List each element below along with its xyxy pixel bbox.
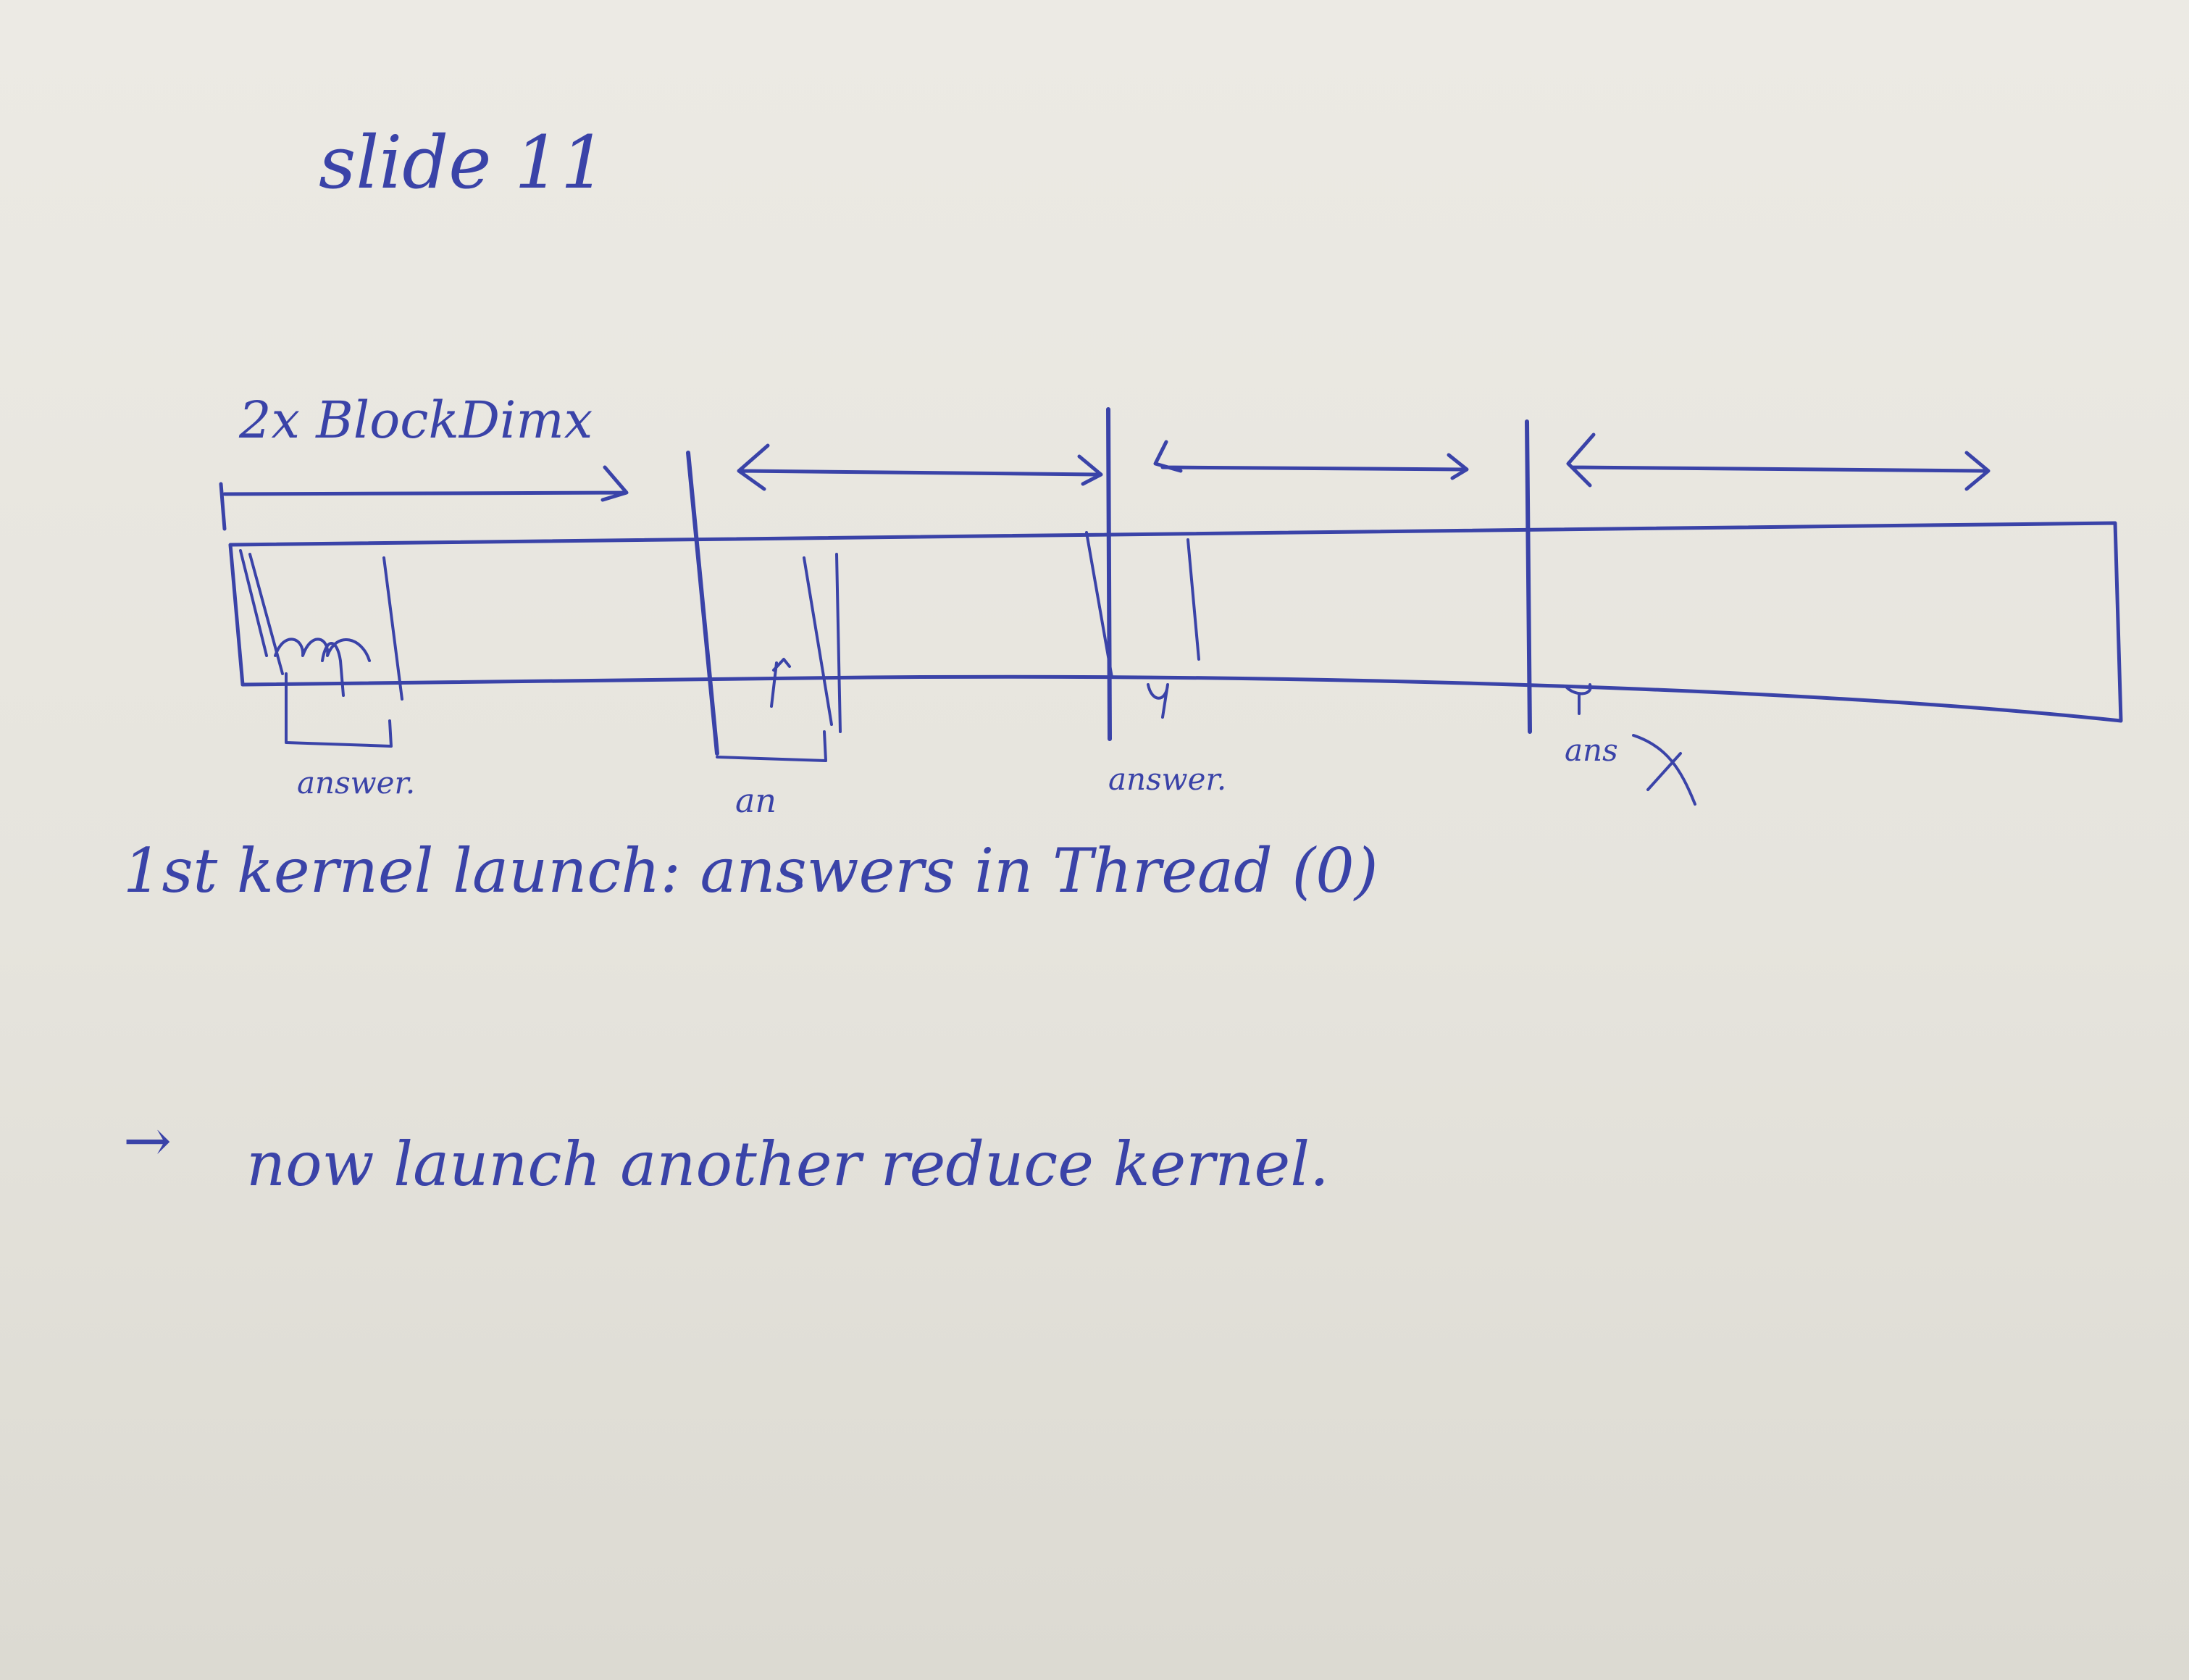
array-strip bbox=[228, 521, 2123, 723]
block-divider-1 bbox=[686, 451, 719, 756]
block-divider-3 bbox=[1525, 419, 1532, 734]
block-width-arrow-2 bbox=[737, 443, 1103, 491]
answer-label-2: an bbox=[735, 781, 777, 820]
answer-label-3: answer. bbox=[1108, 761, 1227, 797]
block-width-label: 2x BlockDimx bbox=[239, 390, 593, 450]
block-divider-2 bbox=[1106, 407, 1112, 741]
note-line-2: now launch another reduce kernel. bbox=[246, 1129, 1329, 1200]
block-2-reduction-marks bbox=[716, 553, 842, 762]
block-width-arrow-3 bbox=[1153, 440, 1469, 480]
note-arrow: → bbox=[123, 1107, 172, 1174]
block-3-reduction-marks bbox=[1085, 531, 1200, 719]
block-width-arrow-1 bbox=[219, 465, 629, 531]
note-line-1: 1st kernel launch: answers in Thread (0) bbox=[123, 835, 1378, 906]
page-title: slide 11 bbox=[319, 120, 607, 205]
colon-dot bbox=[795, 882, 803, 889]
block-1-reduction-marks bbox=[239, 549, 403, 748]
block-4-reduction-marks bbox=[1565, 683, 1696, 806]
answer-label-1: answer. bbox=[297, 765, 416, 801]
block-width-arrow-4 bbox=[1566, 432, 1991, 491]
answer-label-4: ans bbox=[1565, 732, 1618, 768]
